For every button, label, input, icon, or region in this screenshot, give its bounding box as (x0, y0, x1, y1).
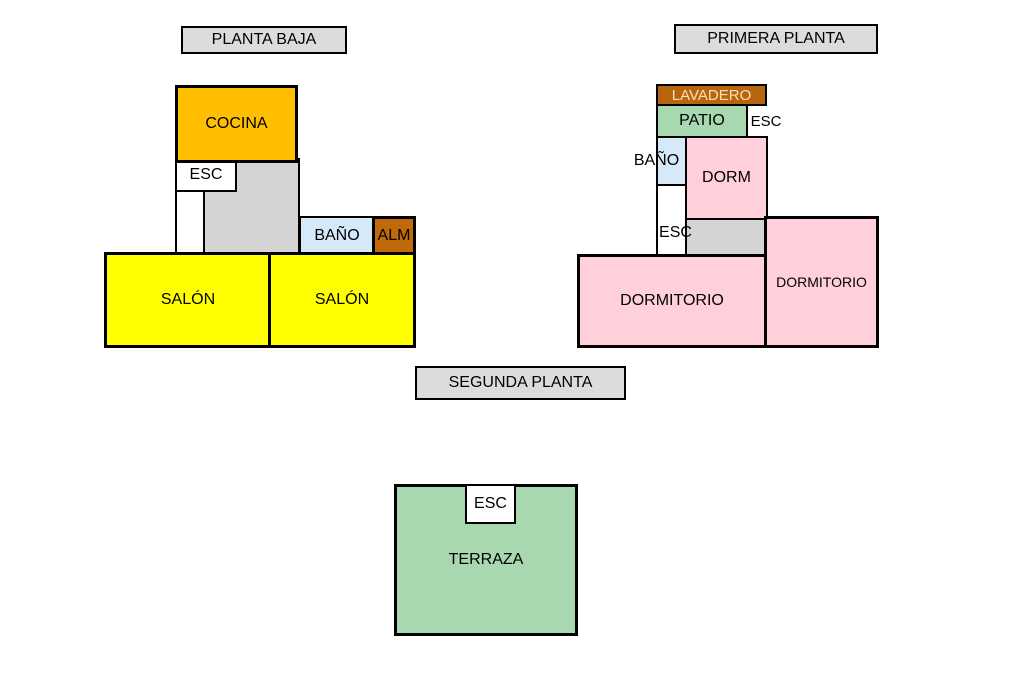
primera-planta-dormitorio-left: DORMITORIO (577, 254, 767, 348)
primera-planta-dormitorio-left-label: DORMITORIO (620, 292, 724, 309)
planta-baja-salon-right-label: SALÓN (314, 291, 370, 308)
primera-planta-bano: BAÑO (634, 136, 687, 186)
planta-baja-salon-left: SALÓN (104, 252, 272, 348)
planta-baja-bano-label: BAÑO (314, 227, 360, 244)
primera-planta-esc-top-label: ESC (750, 112, 782, 130)
primera-planta-bano-label: BAÑO (633, 152, 680, 169)
segunda-planta-esc: ESC (465, 484, 516, 524)
planta-baja-esc: ESC (175, 158, 237, 192)
primera-planta-dorm: DORM (685, 136, 768, 220)
planta-baja-alm-label: ALM (377, 227, 411, 244)
primera-planta-dormitorio-right: DORMITORIO (764, 216, 879, 348)
primera-planta-title: PRIMERA PLANTA (674, 24, 878, 54)
primera-planta-lavadero-label: LAVADERO (671, 86, 752, 104)
primera-planta-lavadero: LAVADERO (656, 84, 767, 106)
planta-baja-alm: ALM (372, 216, 416, 256)
segunda-planta-esc-label: ESC (474, 495, 507, 512)
primera-planta-esc: ESC (656, 184, 692, 258)
planta-baja-esc-label: ESC (189, 166, 223, 183)
primera-planta-hall (684, 218, 768, 258)
planta-baja-cocina-label: COCINA (205, 115, 268, 132)
primera-planta-patio: PATIO (656, 104, 748, 138)
planta-baja-cocina: COCINA (175, 85, 298, 163)
planta-baja-salon-right: SALÓN (268, 252, 416, 348)
planta-baja-salon-left-label: SALÓN (160, 291, 216, 308)
primera-planta-esc-top: ESC (746, 106, 784, 136)
primera-planta-esc-label: ESC (659, 224, 692, 241)
segunda-planta-terraza-label: TERRAZA (448, 551, 524, 568)
primera-planta-dormitorio-right-label: DORMITORIO (776, 274, 867, 290)
segunda-planta-title: SEGUNDA PLANTA (415, 366, 626, 400)
planta-baja-title: PLANTA BAJA (181, 26, 347, 54)
primera-planta-patio-label: PATIO (679, 112, 725, 129)
planta-baja-bano: BAÑO (299, 216, 375, 256)
primera-planta-dorm-label: DORM (702, 169, 751, 186)
